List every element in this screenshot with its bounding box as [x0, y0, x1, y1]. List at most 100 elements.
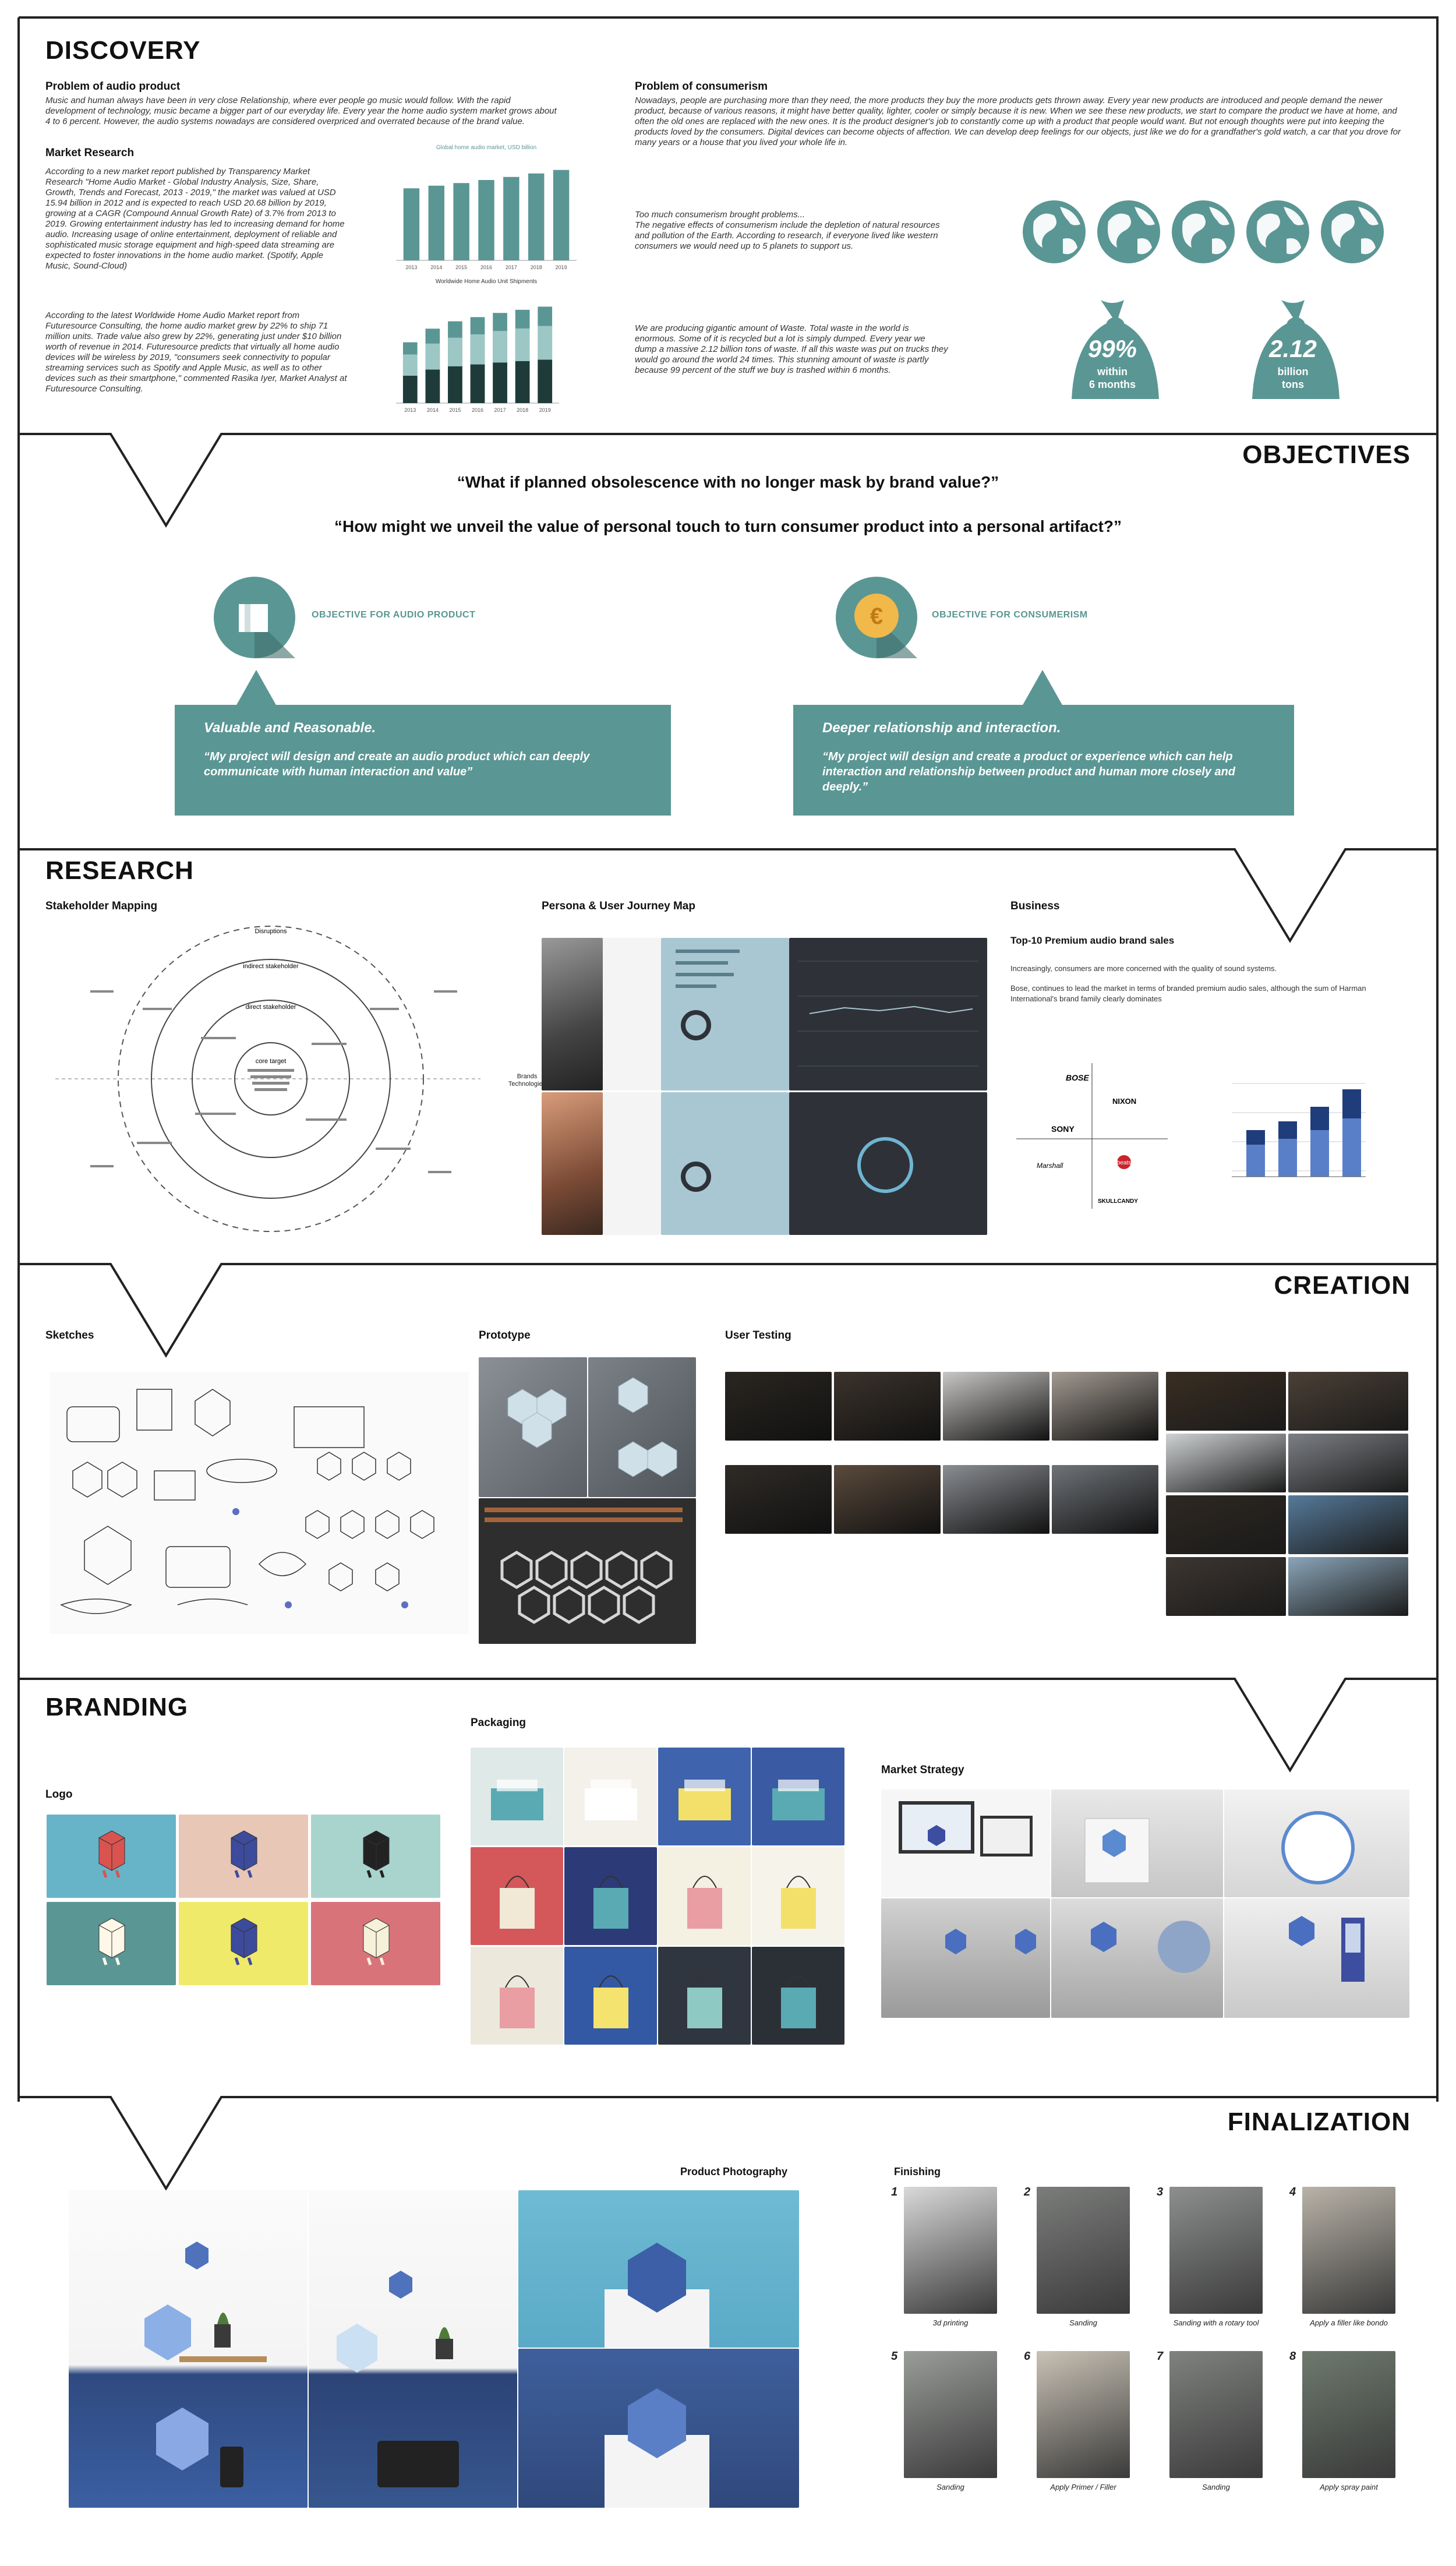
shopping-bag-icon [687, 1975, 722, 2028]
market-overlay [899, 1801, 1365, 1982]
objective-question-1: “What if planned obsolescence with no lo… [457, 473, 999, 491]
ring-core: core target [256, 1058, 287, 1065]
user-testing-photos-2 [1166, 1372, 1409, 1618]
logo-variant [311, 1902, 440, 1985]
chart-bar-segment [515, 328, 530, 361]
user-testing-photo [1166, 1557, 1286, 1616]
finishing-step-label: Apply spray paint [1320, 2483, 1378, 2491]
finishing-step-label: Apply Primer / Filler [1050, 2483, 1116, 2491]
ring-direct: direct stakeholder [246, 1004, 296, 1011]
user-testing-photo [1166, 1372, 1286, 1431]
persona-photo-2 [542, 1092, 603, 1235]
logo-variant [179, 1902, 308, 1985]
ring-disruptions: Disruptions [255, 928, 287, 935]
finishing-step-photo [1037, 2351, 1130, 2478]
shopping-bag-icon [593, 1975, 628, 2028]
shopping-bag-icon [500, 1876, 535, 1929]
five-planets-graphic [1023, 200, 1384, 263]
user-testing-photo [1288, 1495, 1408, 1554]
consumer-text-3: We are producing gigantic amount of Wast… [635, 323, 948, 375]
chart-bar [528, 173, 545, 260]
finishing-step-number: 4 [1289, 2186, 1296, 2198]
svg-text:€: € [870, 603, 883, 629]
persona-overlay [676, 950, 978, 1193]
prototype-photo-2 [588, 1357, 696, 1497]
user-testing-photo [1288, 1434, 1408, 1492]
card-text: “My project will design and create a pro… [822, 750, 1236, 793]
package-box-icon [772, 1780, 825, 1820]
finishing-step-label: Apply a filler like bondo [1310, 2318, 1388, 2327]
user-testing-photos [725, 1372, 1158, 1567]
euro-coin-icon: € [836, 577, 917, 658]
sketches-image [50, 1372, 469, 1634]
brand-bose: BOSE [1066, 1073, 1089, 1082]
prototype-heading: Prototype [479, 1329, 531, 1342]
package-box-icon [491, 1780, 543, 1820]
objective-card-audio: Valuable and Reasonable. “My project wil… [175, 705, 671, 816]
brand-marshall: Marshall [1037, 1162, 1063, 1170]
chart-tick-label: 2016 [472, 407, 483, 413]
packaging-heading: Packaging [471, 1717, 526, 1729]
finishing-step-label: Sanding [936, 2483, 964, 2491]
finishing-step-label: Sanding [1069, 2318, 1097, 2327]
stat-212: 2.12 [1269, 335, 1317, 362]
stakeholder-heading: Stakeholder Mapping [45, 900, 158, 912]
user-testing-photo [725, 1465, 832, 1534]
shopping-bag-icon [781, 1975, 816, 2028]
chart-bar-segment [470, 364, 485, 403]
packaging-photo [658, 1748, 751, 1845]
persona-info-2 [661, 1092, 789, 1235]
chart-tick-label: 2015 [449, 407, 461, 413]
brand-positioning-map: BOSE SONY Marshall SKULLCANDY NIXON beat… [1016, 1063, 1168, 1209]
logo-variant [179, 1815, 308, 1898]
chart-bar [428, 185, 444, 260]
market-kiosk [1224, 1898, 1409, 2018]
stat-99: 99% [1087, 335, 1137, 362]
testing-heading: User Testing [725, 1329, 791, 1342]
packaging-photo [564, 1748, 657, 1845]
discovery-title: DISCOVERY [45, 36, 201, 65]
finalization-title: FINALIZATION [1227, 2108, 1411, 2136]
user-testing-photo [1288, 1557, 1408, 1616]
finishing-step-photo [1169, 2351, 1263, 2478]
stat-212-line1: billion [1277, 366, 1309, 377]
shopping-bag-icon [687, 1876, 722, 1929]
top10-heading: Top-10 Premium audio brand sales [1010, 935, 1175, 946]
chart-bar-segment [515, 361, 530, 403]
packaging-photo [752, 1847, 844, 1945]
business-text-1: Increasingly, consumers are more concern… [1010, 964, 1277, 973]
chart-tick-label: 2018 [517, 407, 528, 413]
branding-title: BRANDING [45, 1693, 189, 1721]
objective-label-consumerism: OBJECTIVE FOR CONSUMERISM [932, 610, 1088, 620]
chart-bar-segment [402, 354, 418, 376]
user-testing-photo [943, 1372, 1049, 1441]
logo-heading: Logo [45, 1788, 73, 1801]
trash-bag-icon [1252, 300, 1340, 399]
chart2-title: Worldwide Home Audio Unit Shipments [435, 278, 538, 285]
chart-tick-label: 2018 [531, 264, 542, 270]
trash-bag-icon [1072, 300, 1159, 399]
chart-tick-label: 2016 [480, 264, 492, 270]
product-photo-heading: Product Photography [680, 2166, 787, 2177]
stat-212-line2: tons [1282, 379, 1304, 390]
chart-tick-label: 2014 [430, 264, 442, 270]
finishing-step-number: 3 [1157, 2186, 1164, 2198]
packaging-photos [471, 1748, 846, 2045]
business-text-2: Bose, continues to lead the market in te… [1010, 984, 1366, 1003]
logo-variant [47, 1902, 176, 1985]
chart-bar-segment [402, 376, 418, 403]
cube-logo-icon [231, 1830, 257, 1878]
chart-bar-segment [470, 334, 485, 365]
stakeholder-map: Disruptions indirect stakeholder direct … [55, 926, 480, 1232]
logo-variant [47, 1815, 176, 1898]
chart-bar-segment [448, 366, 462, 403]
brand-sales-chart [1232, 1083, 1366, 1177]
chart-tick-label: 2017 [494, 407, 506, 413]
cube-logo-icon [231, 1918, 257, 1965]
market-shop-1 [881, 1898, 1050, 2018]
sketches-heading: Sketches [45, 1329, 94, 1342]
chart-tick-label: 2013 [405, 264, 417, 270]
logo-variants [47, 1815, 440, 1986]
